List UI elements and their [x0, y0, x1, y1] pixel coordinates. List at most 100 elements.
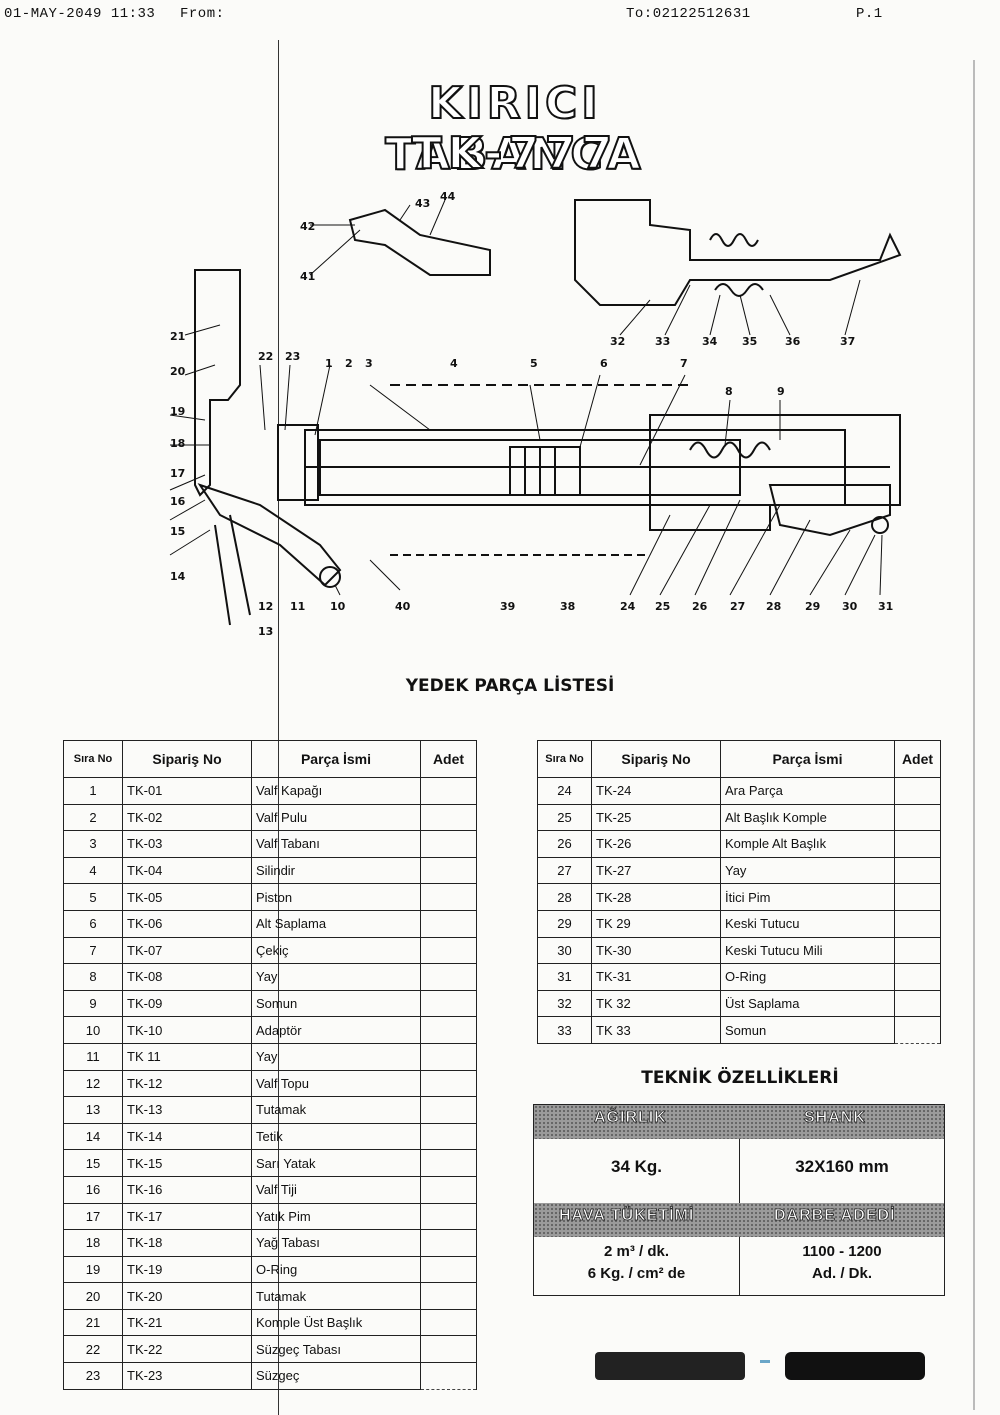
- part-number: 14: [63, 1122, 123, 1151]
- order-number: TK 33: [591, 1016, 721, 1044]
- air-consumption-label: HAVA TÜKETİMİ: [559, 1207, 695, 1225]
- part-name: Valf Kapağı: [251, 777, 421, 805]
- part-number: 24: [537, 777, 592, 805]
- order-number: TK-17: [122, 1202, 252, 1231]
- part-number: 17: [63, 1202, 123, 1231]
- part-number: 25: [537, 803, 592, 832]
- air-consumption-line1: 2 m³ / dk.: [603, 1243, 670, 1260]
- callout-10: 10: [330, 600, 346, 613]
- diagram-hose-fitting: [348, 208, 491, 276]
- callout-31: 31: [878, 600, 893, 613]
- part-number: 3: [63, 830, 123, 858]
- order-number: TK-22: [122, 1335, 252, 1364]
- order-number: TK-31: [591, 963, 721, 991]
- quantity-cell: [420, 1282, 477, 1310]
- part-name: Keski Tutucu Mili: [720, 936, 895, 965]
- callout-32: 32: [610, 335, 625, 348]
- callout-17: 17: [170, 467, 185, 480]
- callout-25: 25: [655, 600, 670, 613]
- callout-23: 23: [285, 350, 300, 363]
- order-number: TK-04: [122, 856, 252, 885]
- quantity-cell: [420, 803, 477, 832]
- part-number: 4: [63, 856, 123, 885]
- callout-3: 3: [365, 357, 373, 370]
- specs-box: AĞIRLIK SHANK 34 Kg. 32X160 mm HAVA TÜKE…: [533, 1104, 945, 1296]
- part-name: Yağ Tabası: [251, 1229, 421, 1257]
- col-header-adet: Adet: [420, 740, 477, 778]
- part-number: 21: [63, 1308, 123, 1337]
- part-name: Komple Üst Başlık: [251, 1308, 421, 1337]
- order-number: TK-13: [122, 1096, 252, 1124]
- part-name: Alt Başlık Komple: [720, 803, 895, 832]
- part-name: Süzgeç: [251, 1362, 421, 1390]
- quantity-cell: [894, 777, 941, 805]
- part-number: 22: [63, 1335, 123, 1364]
- callout-14: 14: [170, 570, 186, 583]
- scan-line: [278, 40, 279, 1415]
- shank-label: SHANK: [804, 1109, 866, 1127]
- part-name: Alt Saplama: [251, 909, 421, 938]
- order-number: TK-23: [122, 1362, 252, 1390]
- order-number: TK-14: [122, 1122, 252, 1151]
- part-name: Ara Parça: [720, 777, 895, 805]
- callout-27: 27: [730, 600, 745, 613]
- weight-value: 34 Kg.: [610, 1157, 663, 1176]
- part-number: 6: [63, 909, 123, 938]
- order-number: TK-07: [122, 936, 252, 965]
- part-name: Üst Saplama: [720, 989, 895, 1018]
- part-number: 19: [63, 1255, 123, 1284]
- quantity-cell: [894, 1016, 941, 1044]
- order-number: TK 11: [122, 1042, 252, 1071]
- quantity-cell: [894, 803, 941, 832]
- part-number: 9: [63, 989, 123, 1018]
- callout-28: 28: [766, 600, 781, 613]
- part-number: 5: [63, 883, 123, 911]
- part-number: 30: [537, 936, 592, 965]
- air-consumption-line2: 6 Kg. / cm² de: [587, 1265, 686, 1282]
- callout-39: 39: [500, 600, 515, 613]
- quantity-cell: [420, 1202, 477, 1231]
- part-name: Sarı Yatak: [251, 1149, 421, 1177]
- callout-5: 5: [530, 357, 538, 370]
- fax-from-label: From:: [180, 6, 225, 22]
- part-number: 16: [63, 1175, 123, 1204]
- order-number: TK-30: [591, 936, 721, 965]
- part-name: Süzgeç Tabası: [251, 1335, 421, 1364]
- callout-7: 7: [680, 357, 688, 370]
- part-name: Tetik: [251, 1122, 421, 1151]
- part-name: Somun: [720, 1016, 895, 1044]
- order-number: TK-09: [122, 989, 252, 1018]
- part-number: 28: [537, 883, 592, 911]
- part-number: 15: [63, 1149, 123, 1177]
- part-number: 33: [537, 1016, 592, 1044]
- order-number: TK-12: [122, 1069, 252, 1098]
- order-number: TK-19: [122, 1255, 252, 1284]
- impact-rate-line1: 1100 - 1200: [802, 1243, 882, 1260]
- quantity-cell: [420, 1096, 477, 1124]
- callout-41: 41: [300, 270, 315, 283]
- order-number: TK-25: [591, 803, 721, 832]
- part-name: Valf Pulu: [251, 803, 421, 832]
- callout-16: 16: [170, 495, 186, 508]
- part-number: 23: [63, 1362, 123, 1390]
- impact-rate-label: DARBE ADEDİ: [774, 1207, 896, 1225]
- part-number: 10: [63, 1016, 123, 1044]
- quantity-cell: [894, 963, 941, 991]
- col-header-siparis: Sipariş No: [591, 740, 721, 778]
- part-name: Komple Alt Başlık: [720, 830, 895, 858]
- quantity-cell: [420, 1016, 477, 1044]
- callout-6: 6: [600, 357, 608, 370]
- quantity-cell: [894, 909, 941, 938]
